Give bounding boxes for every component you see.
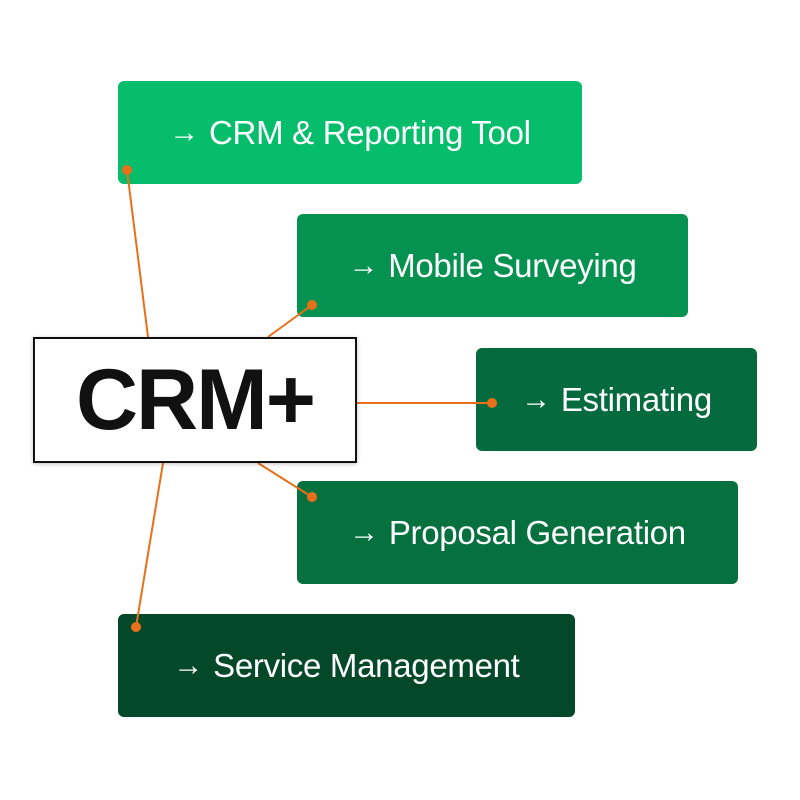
node-label: Service Management <box>213 646 520 684</box>
connector-dot-mobile-surveying <box>307 300 317 310</box>
connector-dot-estimating <box>487 398 497 408</box>
arrow-right-icon: → <box>173 648 204 682</box>
node-service-management: → Service Management <box>118 614 575 717</box>
node-proposal-generation: → Proposal Generation <box>297 481 738 584</box>
connector-crm-reporting <box>126 169 149 338</box>
connector-proposal-generation <box>257 462 313 498</box>
arrow-right-icon: → <box>521 382 551 416</box>
arrow-right-icon: → <box>349 515 379 549</box>
node-crm-reporting-tool: → CRM & Reporting Tool <box>118 81 582 184</box>
node-label: CRM & Reporting Tool <box>209 113 531 151</box>
connector-dot-crm-reporting <box>122 165 132 175</box>
center-label: CRM+ <box>75 351 316 448</box>
connector-dot-service-management <box>131 622 141 632</box>
connector-service-management <box>135 462 164 628</box>
arrow-right-icon: → <box>348 248 379 282</box>
node-mobile-surveying: → Mobile Surveying <box>297 214 688 317</box>
node-estimating: → Estimating <box>476 348 757 451</box>
connector-mobile-surveying <box>267 304 313 338</box>
node-label: Mobile Surveying <box>388 246 637 284</box>
arrow-right-icon: → <box>169 115 199 149</box>
connector-dot-proposal-generation <box>307 492 317 502</box>
node-label: Proposal Generation <box>388 513 686 551</box>
node-label: Estimating <box>560 380 712 418</box>
center-node-crm-plus: CRM+ <box>33 337 357 463</box>
